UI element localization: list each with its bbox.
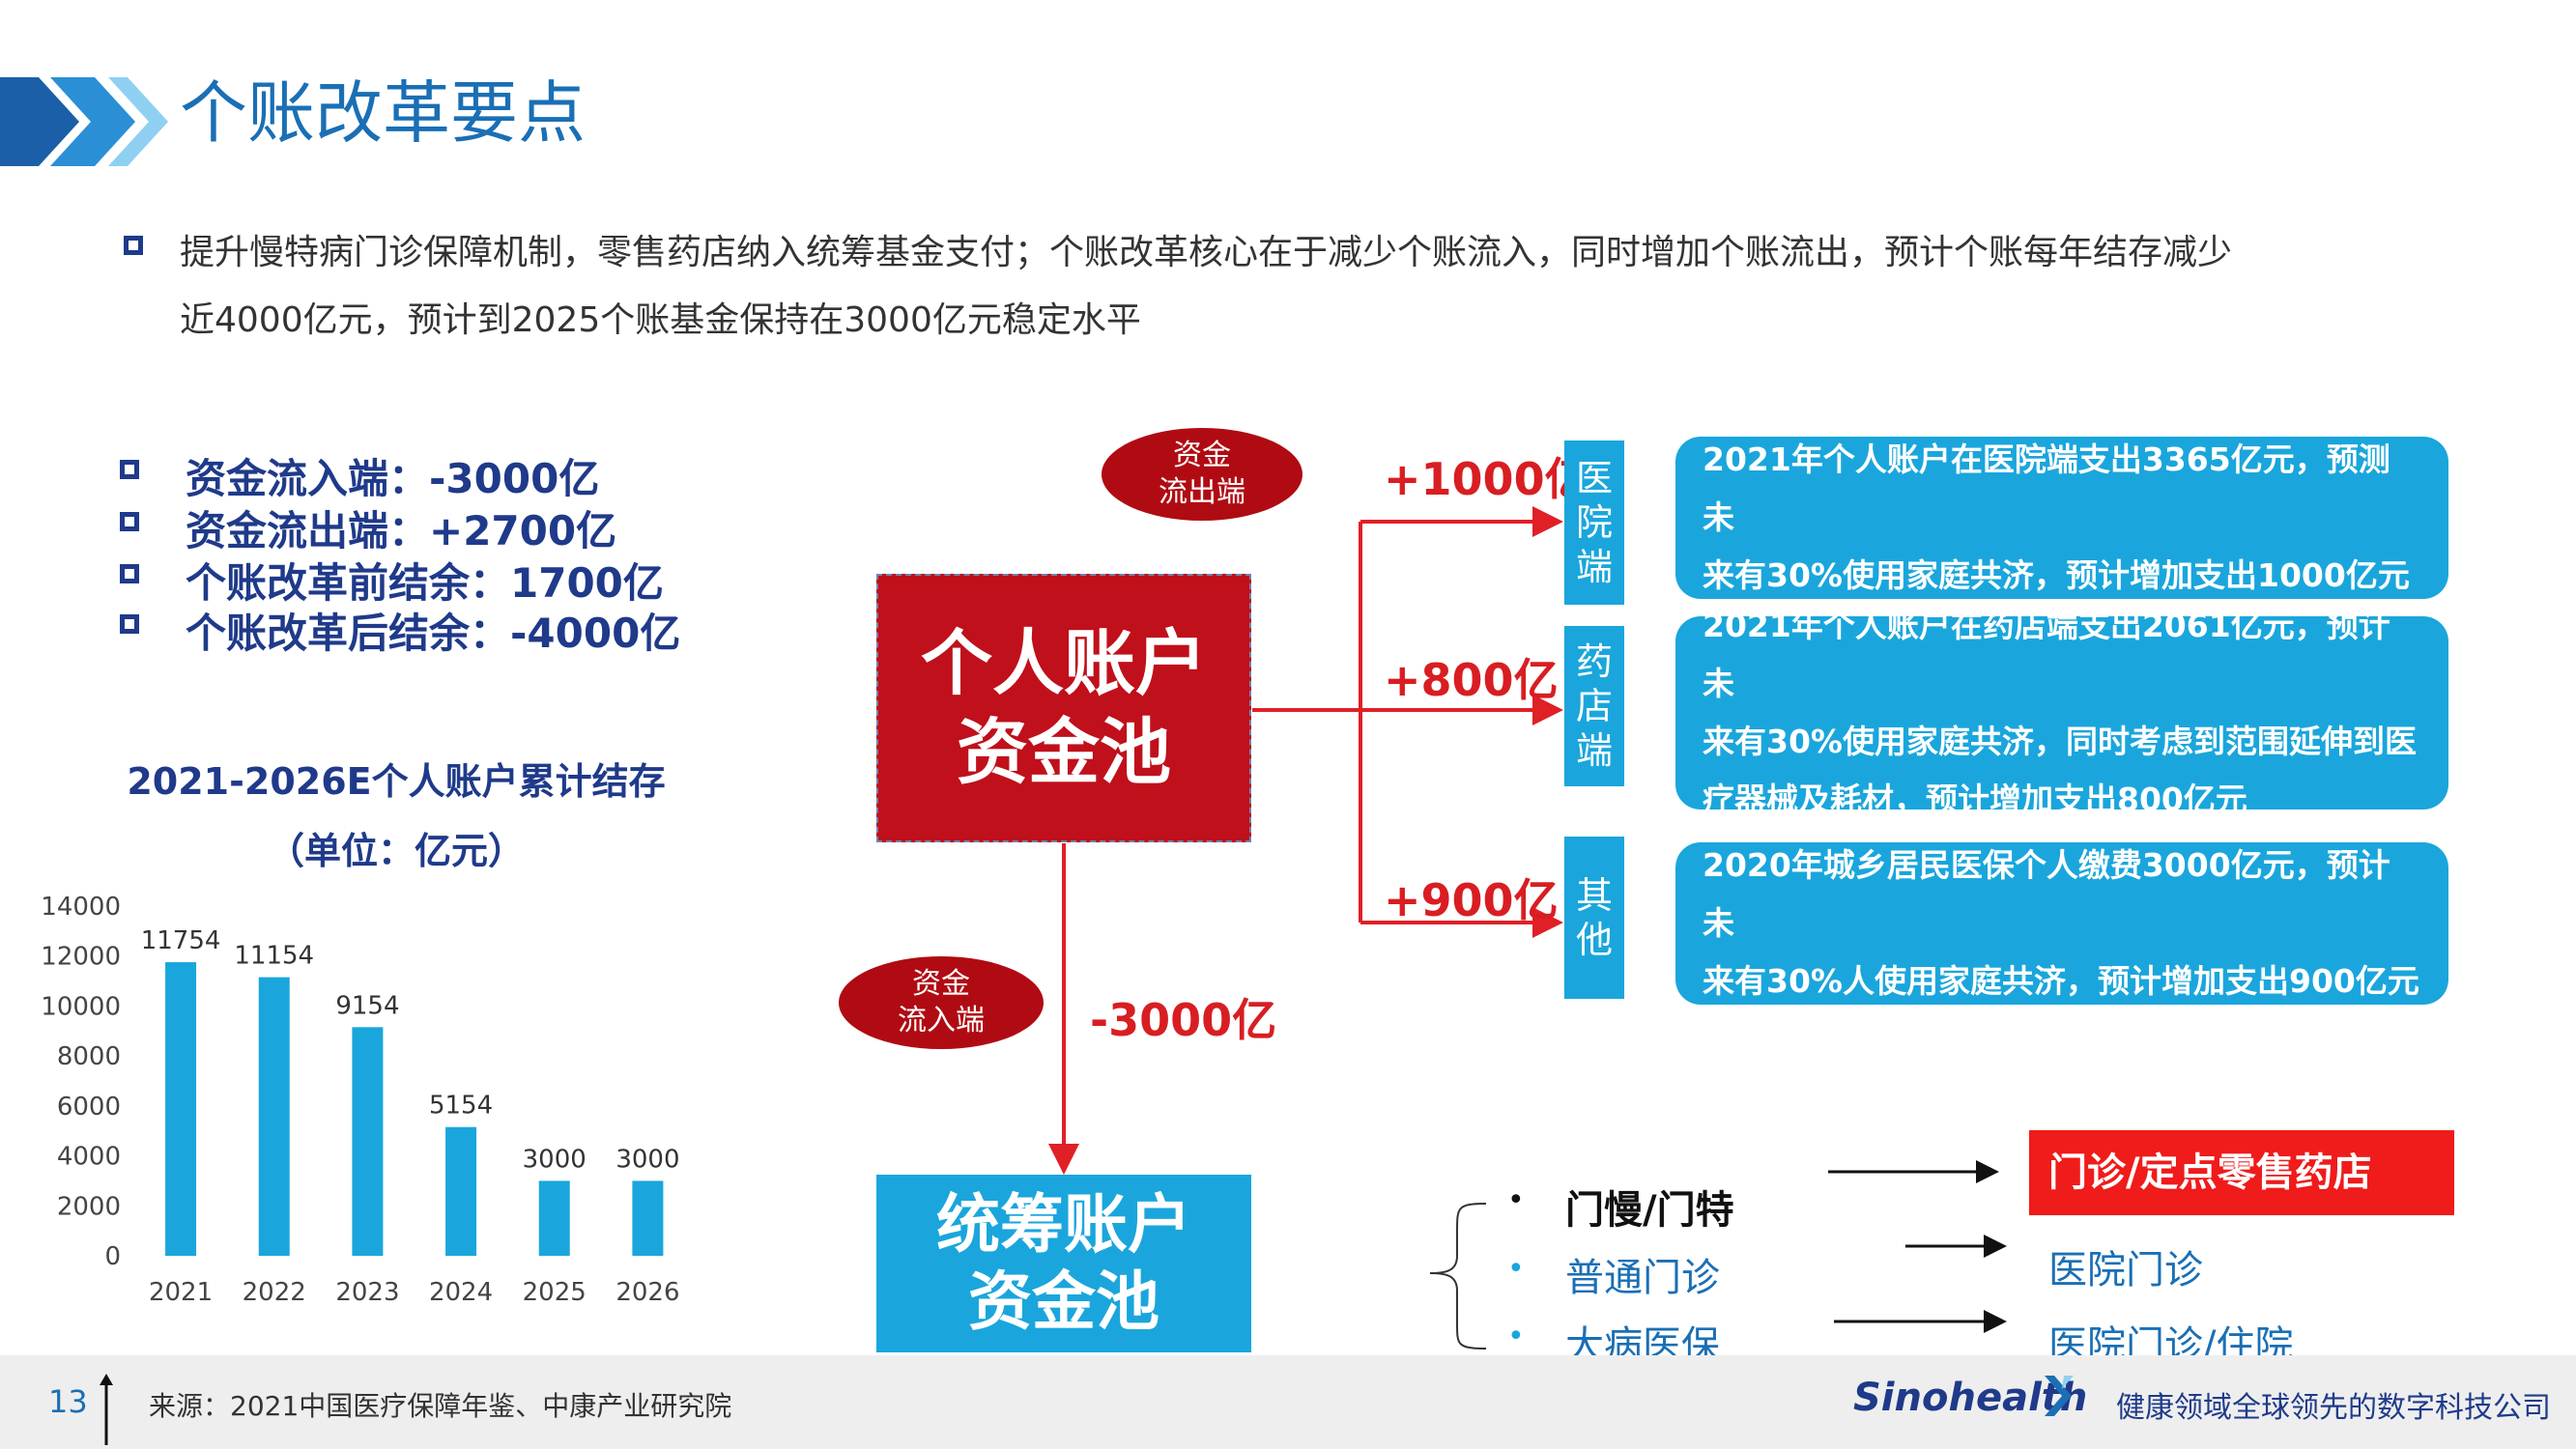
brand-mark-icon xyxy=(2045,1376,2074,1416)
stat-bullet-icon xyxy=(120,614,139,634)
bar-data-label: 3000 xyxy=(615,1145,679,1174)
personal-account-pool: 个人账户 资金池 xyxy=(876,574,1251,842)
y-tick-label: 14000 xyxy=(41,893,121,922)
bar xyxy=(352,1027,384,1256)
y-tick-label: 0 xyxy=(104,1242,121,1271)
bar xyxy=(258,977,290,1256)
source-note: 来源：2021中国医疗保障年鉴、中康产业研究院 xyxy=(149,1390,732,1422)
y-tick-label: 4000 xyxy=(57,1143,121,1172)
bar-data-label: 9154 xyxy=(335,991,399,1020)
y-tick-label: 8000 xyxy=(57,1042,121,1071)
x-tick-label: 2026 xyxy=(615,1278,679,1307)
inflow-label-line2: 流入端 xyxy=(898,1004,985,1037)
bar-data-label: 11754 xyxy=(141,926,221,955)
bar xyxy=(165,962,197,1256)
balance-bar-chart: 14000 12000 10000 8000 6000 4000 2000 0 11754 202… xyxy=(41,893,679,1307)
note-other-line2: 来有30%人使用家庭共济，预计增加支出900亿元 xyxy=(1703,962,2419,1000)
stat-after: 个账改革后结余：-4000亿 xyxy=(186,610,681,657)
bar xyxy=(538,1180,570,1256)
note-other-line1: 2020年城乡居民医保个人缴费3000亿元，预计未 xyxy=(1703,846,2390,942)
y-tick-label: 6000 xyxy=(57,1093,121,1122)
category-bullet-icon: • xyxy=(1507,1320,1525,1353)
dest-hospital-char: 端 xyxy=(1575,546,1613,588)
pooled-account-pool: 统筹账户 资金池 xyxy=(876,1175,1251,1352)
inflow-amount: -3000亿 xyxy=(1090,994,1277,1046)
note-pharmacy-line1: 2021年个人账户在药店端支出2061亿元，预计未 xyxy=(1703,607,2390,702)
inflow-label-line1: 资金 xyxy=(912,967,970,1001)
dest-other-char: 他 xyxy=(1575,919,1613,961)
category-brace xyxy=(1429,1203,1487,1350)
dest-pharmacy-char: 店 xyxy=(1575,685,1613,727)
dest-pharmacy-char: 端 xyxy=(1575,729,1613,772)
stat-bullet-icon xyxy=(120,512,139,531)
pooled-pool-line1: 统筹账户 xyxy=(936,1187,1191,1262)
bar-data-label: 3000 xyxy=(523,1145,587,1174)
category-chronic: 门慢/门特 xyxy=(1565,1188,1734,1233)
y-tick-label: 2000 xyxy=(57,1192,121,1221)
stat-bullet-icon xyxy=(120,460,139,479)
note-pharmacy-line3: 疗器械及耗材，预计增加支出800亿元 xyxy=(1703,781,2247,818)
page-number: 13 xyxy=(48,1383,88,1420)
target-retail-pharmacy: 门诊/定点零售药店 xyxy=(2029,1130,2454,1215)
outflow-label: 资金 流出端 xyxy=(1102,428,1302,521)
outflow-arrows xyxy=(1048,506,1563,1175)
category-arrows xyxy=(1828,1160,2007,1333)
note-other: 2020年城乡居民医保个人缴费3000亿元，预计未 来有30%人使用家庭共济，预… xyxy=(1675,842,2448,1005)
note-hospital-line1: 2021年个人账户在医院端支出3365亿元，预测未 xyxy=(1703,440,2390,536)
pooled-pool-line2: 资金池 xyxy=(968,1264,1159,1339)
target-hospital-outpatient: 医院门诊 xyxy=(2048,1248,2203,1293)
stat-outflow: 资金流出端：+2700亿 xyxy=(186,507,617,554)
dest-other-char: 其 xyxy=(1575,874,1613,917)
branch-hospital-amount: +1000亿 xyxy=(1384,453,1589,505)
stat-bullet-icon xyxy=(120,564,139,583)
bar xyxy=(632,1180,664,1256)
intro-line-2: 近4000亿元，预计到2025个账基金保持在3000亿元稳定水平 xyxy=(180,300,1141,340)
footer-bar xyxy=(0,1355,2576,1449)
y-tick-label: 10000 xyxy=(41,992,121,1021)
intro-line-1: 提升慢特病门诊保障机制，零售药店纳入统筹基金支付；个账改革核心在于减少个账流入，… xyxy=(180,233,2233,272)
bar xyxy=(445,1126,477,1256)
x-tick-label: 2024 xyxy=(429,1278,493,1307)
dest-hospital: 医 院 端 xyxy=(1564,440,1624,605)
category-outpatient: 普通门诊 xyxy=(1565,1256,1720,1300)
note-hospital: 2021年个人账户在医院端支出3365亿元，预测未 来有30%使用家庭共济，预计… xyxy=(1675,437,2448,599)
x-tick-label: 2025 xyxy=(523,1278,587,1307)
stat-before: 个账改革前结余：1700亿 xyxy=(186,559,664,607)
note-pharmacy-line2: 来有30%使用家庭共济，同时考虑到范围延伸到医 xyxy=(1703,723,2417,760)
bar-data-label: 11154 xyxy=(234,942,314,971)
category-bullet-icon: • xyxy=(1507,1183,1525,1217)
chart-unit: （单位：亿元） xyxy=(267,830,525,872)
inflow-label: 资金 流入端 xyxy=(839,956,1044,1049)
footer-arrow-icon xyxy=(100,1374,113,1445)
header-chevron-icon xyxy=(0,77,168,166)
branch-pharmacy-amount: +800亿 xyxy=(1384,654,1559,706)
dest-pharmacy-char: 药 xyxy=(1575,640,1613,683)
dest-other: 其 他 xyxy=(1564,837,1624,999)
x-tick-label: 2021 xyxy=(149,1278,213,1307)
intro-bullet-icon xyxy=(124,236,143,255)
bar-data-label: 5154 xyxy=(429,1092,493,1121)
y-tick-label: 12000 xyxy=(41,943,121,972)
dest-hospital-char: 院 xyxy=(1575,501,1613,544)
outflow-label-line2: 流出端 xyxy=(1159,475,1245,509)
note-pharmacy: 2021年个人账户在药店端支出2061亿元，预计未 来有30%使用家庭共济，同时… xyxy=(1675,607,2448,818)
outflow-label-line1: 资金 xyxy=(1173,439,1231,472)
note-hospital-line2: 来有30%使用家庭共济，预计增加支出1000亿元 xyxy=(1703,556,2410,594)
x-tick-label: 2023 xyxy=(335,1278,399,1307)
x-tick-label: 2022 xyxy=(243,1278,306,1307)
personal-pool-line1: 个人账户 xyxy=(921,622,1207,705)
personal-pool-line2: 资金池 xyxy=(957,711,1171,794)
chart-title: 2021-2026E个人账户累计结存 xyxy=(127,760,666,803)
dest-hospital-char: 医 xyxy=(1575,457,1613,499)
branch-other-amount: +900亿 xyxy=(1384,874,1559,926)
company-slogan: 健康领域全球领先的数字科技公司 xyxy=(2116,1391,2551,1425)
page-title: 个账改革要点 xyxy=(180,73,586,153)
stat-inflow: 资金流入端：-3000亿 xyxy=(186,455,600,502)
dest-pharmacy: 药 店 端 xyxy=(1564,626,1624,786)
category-bullet-icon: • xyxy=(1507,1252,1525,1286)
